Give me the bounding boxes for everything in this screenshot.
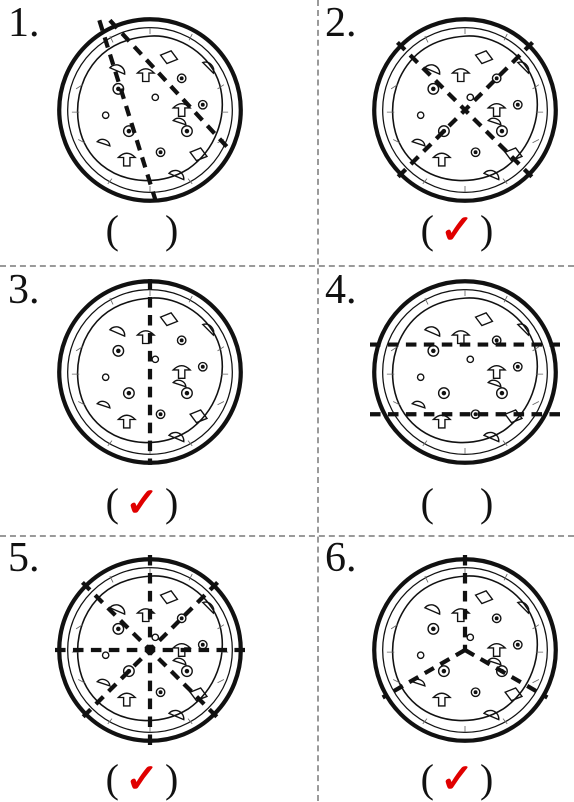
item-number: 5.	[8, 535, 40, 581]
answer-box[interactable]: ()	[105, 207, 179, 252]
cut-lines	[381, 555, 549, 700]
answer-box[interactable]: (✓)	[105, 756, 179, 801]
item-2: 2. (✓)	[287, 0, 574, 267]
pizza-5	[55, 555, 245, 745]
cut-lines	[55, 555, 245, 745]
check-mark: ✓	[440, 207, 474, 252]
item-number: 4.	[325, 267, 357, 313]
pizza-3	[55, 279, 245, 465]
check-mark: ✓	[125, 480, 159, 525]
item-number: 1.	[8, 0, 40, 46]
answer-box[interactable]: (✓)	[420, 756, 494, 801]
horizontal-divider-2	[0, 535, 574, 537]
pizza-1	[55, 15, 245, 204]
item-5: 5. (✓)	[0, 535, 287, 802]
item-6: 6. (✓)	[287, 535, 574, 802]
answer-box[interactable]: (✓)	[420, 207, 494, 252]
cut-lines	[370, 342, 560, 417]
item-1: 1. ()	[0, 0, 287, 267]
answer-box[interactable]: ()	[420, 480, 494, 525]
item-4: 4. ()	[287, 267, 574, 534]
check-mark: ✓	[125, 756, 159, 801]
horizontal-divider-1	[0, 265, 574, 267]
item-3: 3. (✓)	[0, 267, 287, 534]
item-number: 2.	[325, 0, 357, 46]
vertical-divider	[317, 0, 319, 801]
cut-lines	[97, 18, 229, 204]
pizza-6	[370, 555, 560, 745]
cut-lines	[395, 40, 535, 180]
answer-box[interactable]: (✓)	[105, 480, 179, 525]
item-number: 6.	[325, 535, 357, 581]
pizza-2	[370, 15, 560, 205]
pizza-4	[370, 277, 560, 467]
item-number: 3.	[8, 267, 40, 313]
check-mark: ✓	[440, 756, 474, 801]
